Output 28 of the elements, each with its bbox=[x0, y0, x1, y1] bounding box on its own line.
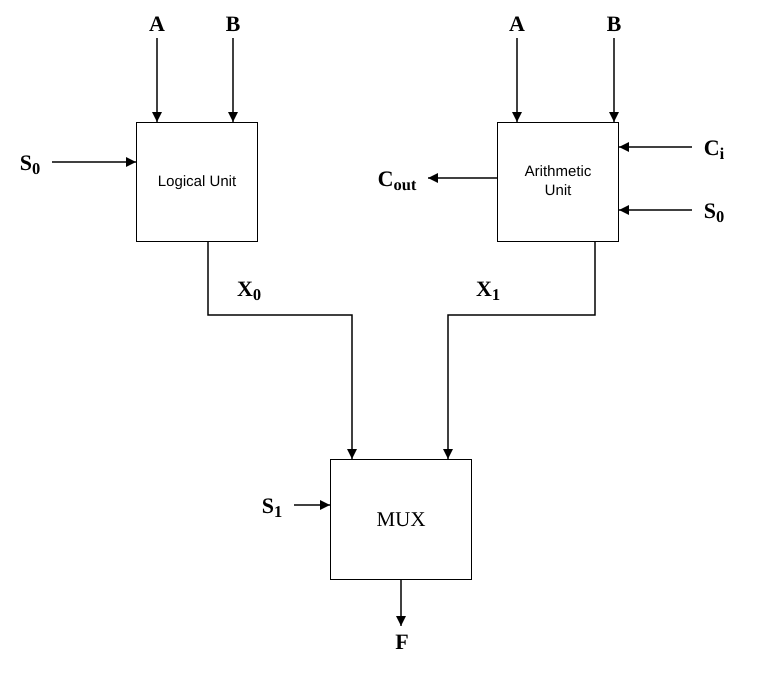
arrow bbox=[512, 38, 522, 122]
box-label: Logical Unit bbox=[158, 172, 236, 192]
signal-label: F bbox=[388, 626, 416, 656]
signal-label: B bbox=[219, 8, 247, 38]
signal-label: C$_{out}$ bbox=[366, 163, 428, 193]
arrow bbox=[428, 173, 497, 183]
multiplexer-box bbox=[330, 459, 472, 580]
arrow bbox=[52, 157, 136, 167]
unit-box bbox=[497, 122, 619, 242]
signal-label: C$_{i}$ bbox=[692, 132, 736, 162]
unit-box bbox=[136, 122, 258, 242]
signal-label: S$_{1}$ bbox=[250, 490, 294, 520]
arrow bbox=[396, 580, 406, 626]
signal-label: A bbox=[143, 8, 171, 38]
arrow bbox=[609, 38, 619, 122]
signal-label: A bbox=[503, 8, 531, 38]
arrow bbox=[619, 205, 692, 215]
arrow bbox=[152, 38, 162, 122]
signal-label: S$_{0}$ bbox=[692, 195, 736, 225]
arrow bbox=[443, 242, 596, 459]
arrow bbox=[619, 142, 692, 152]
arrow bbox=[294, 500, 330, 510]
signal-label: B bbox=[600, 8, 628, 38]
arrow bbox=[228, 38, 238, 122]
box-label: Arithmetic Unit bbox=[524, 163, 592, 201]
box-label: MUX bbox=[376, 506, 426, 533]
arrow bbox=[207, 242, 357, 459]
signal-label: S$_{0}$ bbox=[8, 147, 52, 177]
